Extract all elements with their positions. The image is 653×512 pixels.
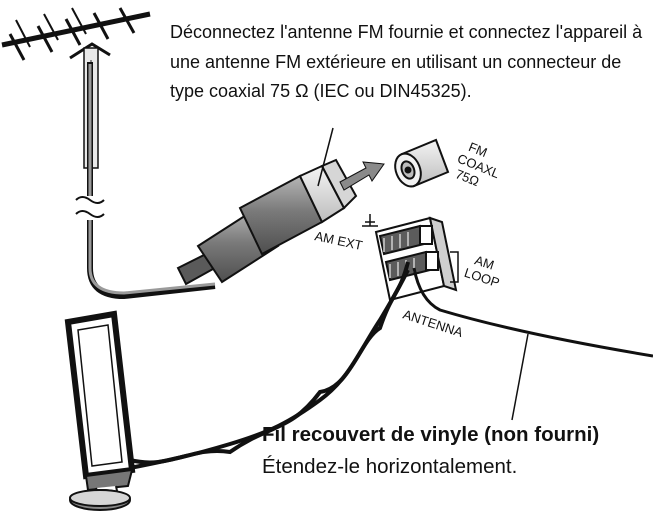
fm-coaxial-plug [176, 158, 358, 286]
antenna-wire-label: ANTENNA [401, 307, 465, 341]
insert-direction-arrow [339, 161, 385, 191]
cable-break-mark [75, 196, 105, 218]
am-loop-twisted-wire [129, 261, 410, 470]
vinyl-wire-instruction: Étendez-le horizontalement. [262, 455, 518, 478]
fm-antenna-cable [87, 62, 216, 300]
vinyl-antenna-wire [412, 267, 653, 358]
fm-connection-instruction: Déconnectez l'antenne FM fournie et conn… [170, 22, 643, 101]
vinyl-wire-label: Fil recouvert de vinyle (non fourni) [262, 423, 600, 446]
fm-coaxl-label: FM COAXL 75Ω [453, 139, 501, 189]
am-loop-label-line2: LOOP [462, 265, 501, 290]
ground-symbol-icon [362, 214, 378, 227]
am-ext-label: AM EXT [313, 228, 364, 253]
vinyl-wire-leader-line [511, 333, 529, 421]
am-loop-antenna [64, 310, 136, 511]
am-loop-label-line1: AM [473, 252, 496, 272]
outdoor-fm-antenna [1, 7, 151, 73]
am-terminal-block [374, 216, 459, 302]
fm-label-line1: FM [466, 139, 489, 160]
am-loop-label: AM LOOP [462, 252, 501, 290]
fm-coaxl-socket [394, 138, 450, 188]
plug-leader-line [317, 127, 334, 187]
am-ext-terminal [378, 224, 433, 256]
